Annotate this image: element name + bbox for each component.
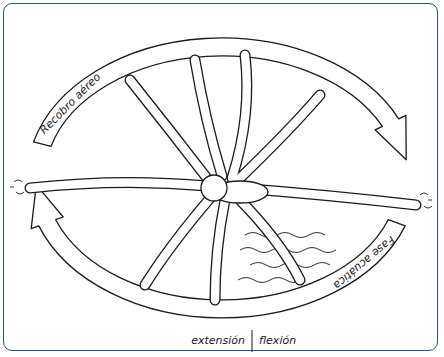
aquatic-phase-arrow [31,185,405,318]
divider-line [252,330,253,352]
movement-label: flexión [259,334,296,347]
aerial-recovery-arrow [34,38,407,160]
movement-label: extensión [191,334,245,347]
swimmer-arms [30,55,416,300]
phase-label: Recobro aéreo [37,70,103,136]
swimmer-body [201,175,268,203]
phase-label: Fase acuática [331,233,397,292]
